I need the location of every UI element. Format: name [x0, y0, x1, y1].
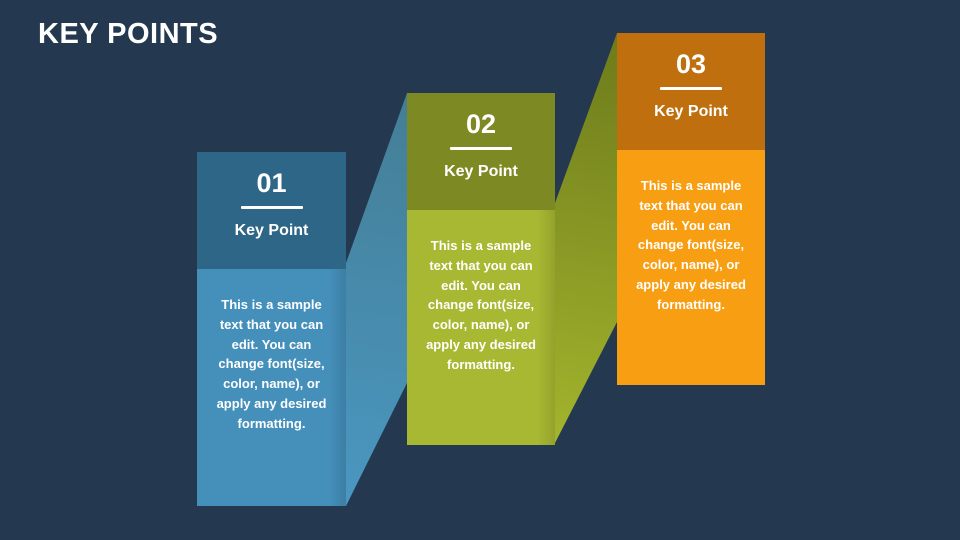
slide-title: KEY POINTS [38, 18, 219, 50]
card-1-number: 01 [256, 168, 287, 198]
card-2-body-text: This is a sample text that you can edit.… [407, 210, 555, 445]
card-3-label: Key Point [654, 102, 728, 120]
card-3-header: 03 Key Point [617, 33, 765, 150]
key-point-card-3: 03 Key Point This is a sample text that … [617, 33, 765, 385]
card-1-header: 01 Key Point [197, 152, 346, 269]
card-2-label: Key Point [444, 162, 518, 180]
card-2-underline-divider [450, 146, 512, 150]
key-point-card-1: 01 Key Point This is a sample text that … [197, 152, 346, 506]
card-2-number: 02 [465, 109, 497, 139]
connector-ribbon-1 [346, 93, 407, 506]
card-2-header: 02 Key Point [407, 93, 555, 210]
card-3-body-text: This is a sample text that you can edit.… [617, 150, 765, 385]
card-1-label: Key Point [234, 221, 309, 239]
card-3-number: 03 [675, 49, 707, 79]
connector-ribbon-2 [555, 33, 617, 443]
card-1-underline-divider [240, 205, 303, 209]
card-3-underline-divider [660, 86, 722, 90]
key-point-card-2: 02 Key Point This is a sample text that … [407, 93, 555, 445]
card-1-body-text: This is a sample text that you can edit.… [197, 269, 346, 506]
